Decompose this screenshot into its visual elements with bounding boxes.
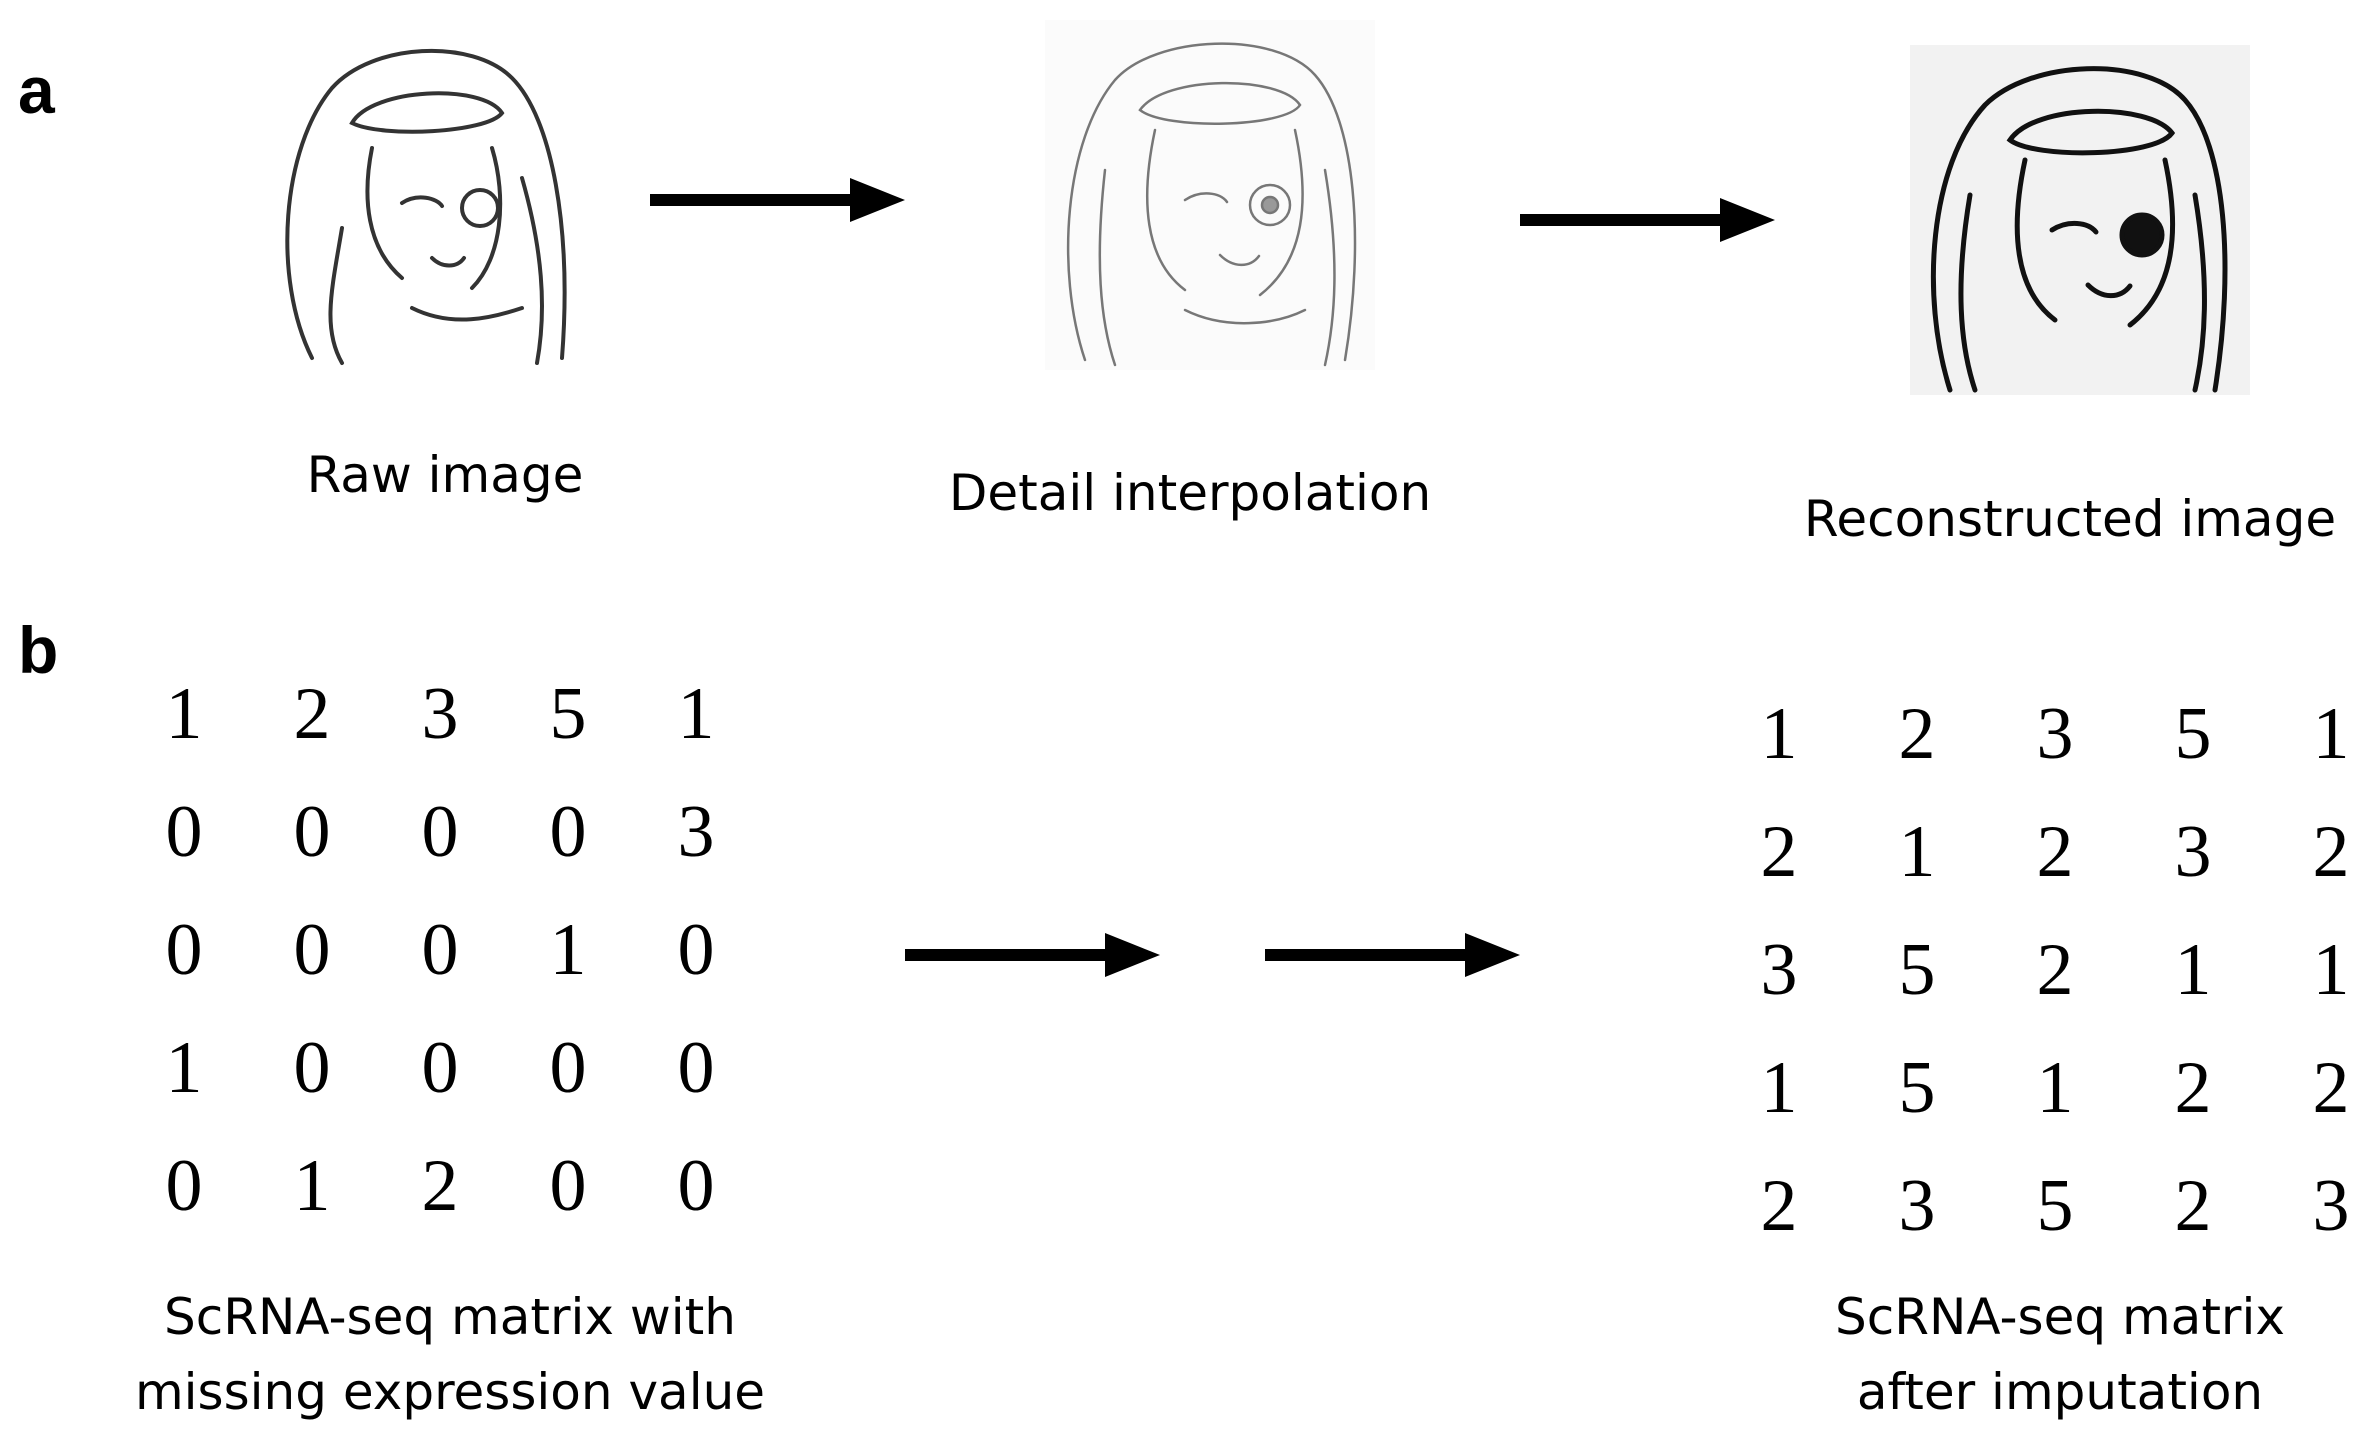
- matrix-cell: 2: [293, 673, 331, 755]
- matrix-cell: 0: [677, 909, 715, 991]
- matrix-cell: 1: [2312, 929, 2350, 1011]
- arrow-matrix-step-2: [1265, 933, 1520, 977]
- arrow-interpolation-to-reconstructed: [1520, 198, 1775, 242]
- matrix-cell: 0: [549, 1145, 587, 1227]
- caption-input-line-1: ScRNA-seq matrix with: [164, 1288, 736, 1346]
- matrix-cell: 3: [1760, 929, 1798, 1011]
- raw-image-sketch: [252, 28, 582, 368]
- matrix-cell: 1: [1760, 693, 1798, 775]
- matrix-cell: 2: [2312, 1047, 2350, 1129]
- matrix-cell: 2: [1898, 693, 1936, 775]
- matrix-cell: 0: [165, 791, 203, 873]
- caption-raw-image: Raw image: [306, 446, 584, 504]
- panel-b-label: b: [18, 613, 59, 687]
- matrix-cell: 2: [421, 1145, 459, 1227]
- matrix-cell: 3: [2174, 811, 2212, 893]
- matrix-cell: 0: [549, 791, 587, 873]
- matrix-cell: 5: [1898, 1047, 1936, 1129]
- caption-output-matrix: ScRNA-seq matrix after imputation: [1740, 1280, 2366, 1430]
- matrix-cell: 1: [165, 673, 203, 755]
- caption-input-matrix: ScRNA-seq matrix with missing expression…: [100, 1280, 800, 1430]
- matrix-cell: 0: [293, 791, 331, 873]
- caption-output-line-1: ScRNA-seq matrix: [1835, 1288, 2285, 1346]
- arrow-matrix-step-1: [905, 933, 1160, 977]
- matrix-cell: 2: [2036, 811, 2074, 893]
- matrix-cell: 0: [421, 1027, 459, 1109]
- matrix-cell: 3: [421, 673, 459, 755]
- matrix-cell: 2: [2174, 1047, 2212, 1129]
- matrix-cell: 1: [1898, 811, 1936, 893]
- panel-a-label: a: [18, 53, 55, 127]
- matrix-cell: 2: [2174, 1165, 2212, 1247]
- matrix-cell: 1: [677, 673, 715, 755]
- matrix-cell: 0: [549, 1027, 587, 1109]
- matrix-cell: 3: [677, 791, 715, 873]
- matrix-cell: 1: [2036, 1047, 2074, 1129]
- matrix-cell: 0: [677, 1145, 715, 1227]
- caption-reconstructed-image: Reconstructed image: [1803, 490, 2337, 548]
- matrix-cell: 5: [549, 673, 587, 755]
- matrix-cell: 3: [2312, 1165, 2350, 1247]
- matrix-cell: 0: [165, 909, 203, 991]
- detail-interpolation-sketch: [1045, 20, 1375, 370]
- matrix-cell: 2: [1760, 811, 1798, 893]
- matrix-cell: 0: [293, 909, 331, 991]
- matrix-cell: 2: [1760, 1165, 1798, 1247]
- matrix-cell: 1: [2312, 693, 2350, 775]
- matrix-cell: 1: [549, 909, 587, 991]
- matrix-cell: 5: [2036, 1165, 2074, 1247]
- matrix-cell: 0: [165, 1145, 203, 1227]
- caption-output-line-2: after imputation: [1856, 1363, 2264, 1421]
- arrow-raw-to-interpolation: [650, 178, 905, 222]
- matrix-cell: 5: [1898, 929, 1936, 1011]
- matrix-cell: 2: [2036, 929, 2074, 1011]
- matrix-cell: 0: [421, 909, 459, 991]
- caption-input-line-2: missing expression value: [134, 1363, 766, 1421]
- matrix-cell: 0: [293, 1027, 331, 1109]
- input-matrix: 1 2 3 5 1 0 0 0 0 3 0 0 0 1 0 1 0 0 0 0 …: [120, 672, 760, 1262]
- matrix-cell: 0: [677, 1027, 715, 1109]
- matrix-cell: 1: [293, 1145, 331, 1227]
- matrix-cell: 1: [1760, 1047, 1798, 1129]
- matrix-cell: 1: [2174, 929, 2212, 1011]
- caption-detail-interpolation: Detail interpolation: [948, 464, 1432, 522]
- reconstructed-image-sketch: [1910, 45, 2250, 395]
- matrix-cell: 3: [2036, 693, 2074, 775]
- matrix-cell: 5: [2174, 693, 2212, 775]
- matrix-cell: 0: [421, 791, 459, 873]
- matrix-cell: 1: [165, 1027, 203, 1109]
- matrix-cell: 2: [2312, 811, 2350, 893]
- matrix-cell: 3: [1898, 1165, 1936, 1247]
- output-matrix: 1 2 3 5 1 2 1 2 3 2 3 5 2 1 1 1 5 1 2 2 …: [1710, 692, 2366, 1282]
